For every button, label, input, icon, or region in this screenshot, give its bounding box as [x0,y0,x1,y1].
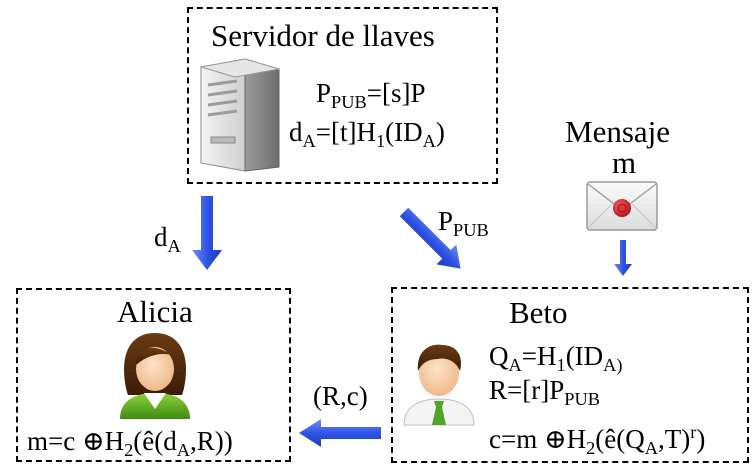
alicia-box [16,288,291,462]
arrow-message-to-beto [614,240,632,276]
alicia-formula: m=c ⊕H2(ê(dA,R)) [27,426,233,460]
ppub-definition: PPUB=[s]P [316,78,426,112]
arrow-server-to-beto [399,207,461,269]
beto-name: Beto [509,295,568,330]
server-icon [200,58,280,172]
rc-arrow-label: (R,c) [313,381,368,411]
da-definition: dA=[t]H1(IDA) [289,117,445,151]
key-server-box [187,7,498,184]
beto-qa-formula: QA=H1(IDA) [489,341,623,375]
female-user-icon [120,333,190,419]
beto-box [391,287,749,463]
key-server-title: Servidor de llaves [211,18,435,53]
beto-c-formula: c=m ⊕H2(ê(QA,T)r) [489,422,706,458]
arrow-beto-to-alicia [299,419,381,447]
da-arrow-label: dA [154,222,181,256]
message-m: m [612,145,637,180]
ppub-arrow-label: PPUB [438,206,489,240]
message-title: Mensaje [565,114,671,149]
beto-r-formula: R=[r]PPUB [489,375,600,409]
arrow-server-to-alicia [192,196,222,270]
alicia-name: Alicia [117,294,193,329]
envelope-icon [586,181,658,231]
male-user-icon [403,344,475,426]
